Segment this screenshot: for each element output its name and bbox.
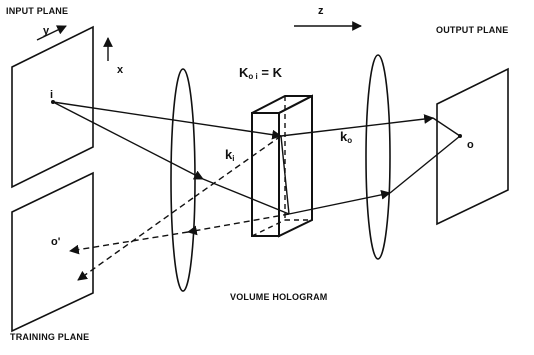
z-axis-label: z	[318, 5, 324, 17]
k-oi-subscript: o i	[248, 72, 258, 81]
k-i-subscript: i	[232, 154, 235, 163]
ray-i-to-o	[280, 135, 290, 215]
output-plane	[436, 67, 509, 226]
dashed-ray-bottom	[192, 135, 282, 199]
point-o-dot	[458, 134, 462, 138]
volume-hologram-label: VOLUME HOLOGRAM	[230, 292, 328, 302]
k-o-label: ko	[340, 130, 352, 145]
ray-o-top	[280, 114, 434, 137]
ray-o-top-cont	[432, 117, 461, 137]
output-plane-label: OUTPUT PLANE	[436, 25, 509, 35]
ray-i-top	[52, 101, 282, 140]
hologram-hidden-bottom	[251, 219, 286, 237]
k-i-label: ki	[225, 148, 234, 163]
k-i-main: k	[225, 147, 233, 162]
training-plane-label: TRAINING PLANE	[10, 332, 90, 342]
x-axis-label: x	[117, 64, 124, 76]
k-o-main: k	[340, 129, 348, 144]
k-equation-label: Ko i = K	[239, 66, 282, 81]
k-o-subscript: o	[347, 136, 353, 145]
k-oi-main: K	[239, 65, 249, 80]
dashed-ray-top-cont	[69, 231, 189, 255]
input-plane-label: INPUT PLANE	[6, 6, 69, 16]
point-i-dot	[51, 100, 55, 104]
ray-i-bottom-cont	[202, 178, 290, 215]
input-plane	[11, 25, 94, 189]
dashed-ray-top	[187, 213, 290, 236]
point-o-prime-label: o'	[51, 236, 61, 248]
ray-i-bottom	[52, 101, 204, 180]
first-lens	[170, 68, 196, 292]
training-plane	[11, 171, 94, 333]
point-i-label: i	[50, 89, 54, 101]
k-equals-k: = K	[261, 65, 282, 80]
second-lens	[365, 54, 391, 260]
ray-o-bottom	[288, 189, 391, 215]
hologram-right-face	[278, 94, 313, 238]
point-o-label: o	[467, 139, 474, 151]
ray-o-bottom-cont	[389, 135, 461, 194]
y-axis-label: y	[43, 25, 50, 37]
y-axis-arrow	[36, 25, 67, 41]
dashed-ray-bottom-cont	[77, 197, 194, 281]
